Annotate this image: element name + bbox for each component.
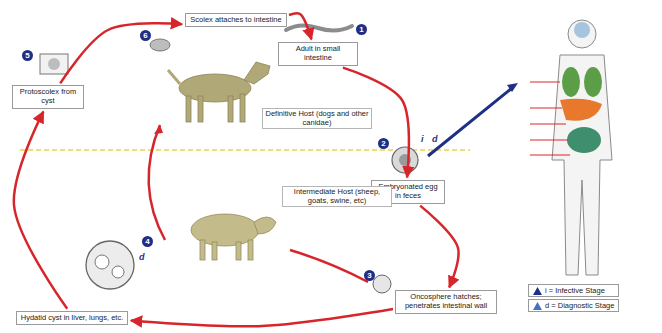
stage-caption: Adult in small intestine xyxy=(282,45,354,62)
life-cycle-arrow xyxy=(131,309,393,326)
stage-box: Oncosphere hatches; penetrates intestina… xyxy=(395,290,497,313)
legend-text: d = Diagnostic Stage xyxy=(545,301,614,310)
host-label: Definitive Host (dogs and other canidae) xyxy=(262,108,372,129)
legend-sample xyxy=(533,302,542,310)
callout-number: 1 xyxy=(356,24,367,35)
life-cycle-arrow xyxy=(420,206,458,288)
human-figure xyxy=(552,20,612,275)
callout-number: 6 xyxy=(140,30,151,41)
cyst-brood xyxy=(112,266,124,278)
stage-box: Scolex attaches to intestine xyxy=(185,13,287,28)
hydatid-cyst xyxy=(86,241,134,289)
callout-number: 2 xyxy=(378,138,389,149)
stage-caption: Hydatid cyst in liver, lungs, etc. xyxy=(20,314,124,323)
life-cycle-arrow xyxy=(60,23,182,83)
inner-cycle-arrow xyxy=(149,125,165,240)
stage-caption: Protoscolex from cyst xyxy=(16,88,80,105)
callout-number: 3 xyxy=(364,270,375,281)
dog-figure xyxy=(168,62,270,122)
callout-number: 5 xyxy=(22,50,33,61)
life-cycle-arrow xyxy=(289,13,311,39)
legend: i = Infective Stage d = Diagnostic Stage xyxy=(528,284,619,314)
callout-number: 4 xyxy=(142,236,153,247)
stage-box: Protoscolex from cyst xyxy=(12,85,84,108)
cyst-brood xyxy=(95,255,109,269)
inner-cycle-arrow xyxy=(290,250,368,282)
scolex-figure xyxy=(150,39,170,51)
human-arrowhead xyxy=(507,83,518,92)
protoscolex-body xyxy=(48,58,60,70)
egg-figure xyxy=(392,147,418,173)
organ-leader xyxy=(530,82,570,155)
legend-item: i = Infective Stage xyxy=(528,284,619,297)
sheep-figure xyxy=(191,214,276,260)
oncosphere-figure xyxy=(373,275,391,293)
stage-marker: d xyxy=(138,252,146,262)
host-label: Intermediate Host (sheep, goats, swine, … xyxy=(282,186,392,207)
stage-caption: Scolex attaches to intestine xyxy=(189,16,283,25)
stage-marker: i xyxy=(420,134,425,144)
stage-caption: Oncosphere hatches; penetrates intestina… xyxy=(399,293,493,310)
stage-box: Hydatid cyst in liver, lungs, etc. xyxy=(16,311,128,326)
adult-worm xyxy=(286,25,352,30)
stage-box: Adult in small intestine xyxy=(278,42,358,65)
protoscolex-figure xyxy=(40,54,68,74)
inner-arrowhead xyxy=(154,125,163,134)
stage-marker: d xyxy=(431,134,439,144)
life-cycle-arrow xyxy=(14,112,67,309)
legend-sample xyxy=(533,287,542,295)
human-infection-arrow xyxy=(428,88,512,156)
legend-text: i = Infective Stage xyxy=(545,286,605,295)
legend-item: d = Diagnostic Stage xyxy=(528,299,619,312)
